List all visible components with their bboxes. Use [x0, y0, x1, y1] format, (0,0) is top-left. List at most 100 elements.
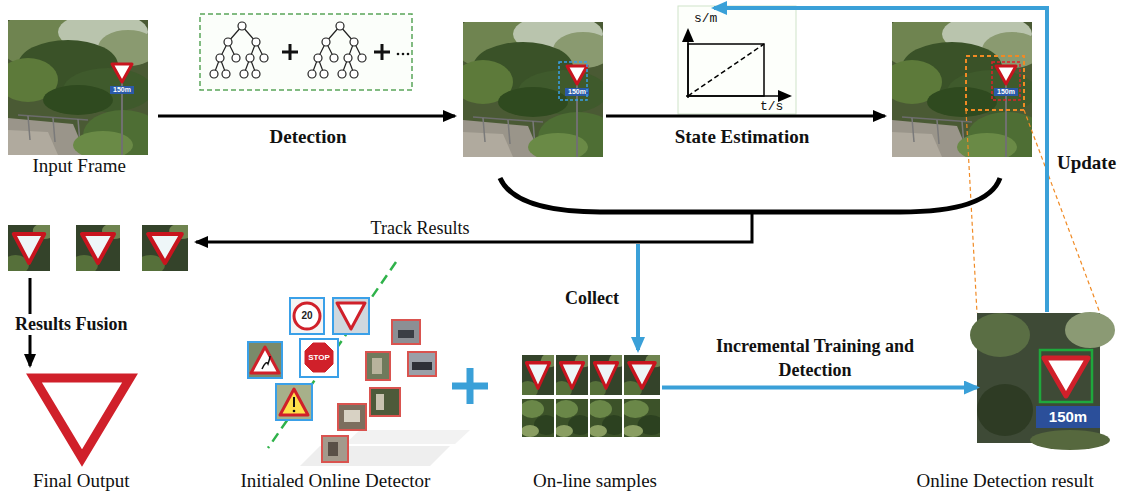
tree-ensemble	[374, 44, 390, 60]
tree-ensemble	[246, 54, 254, 62]
tree-ensemble	[320, 70, 328, 78]
tracked-frame-photo	[882, 14, 1047, 162]
tree-ensemble	[200, 14, 412, 90]
negative-sample	[322, 436, 348, 462]
negative-sample	[338, 404, 366, 430]
online-sample	[622, 399, 665, 437]
distance-plate-text: 150m	[1036, 406, 1100, 428]
step-label: Update	[1054, 152, 1119, 174]
tree-ensemble	[336, 22, 344, 30]
tree-ensemble	[252, 38, 260, 46]
positive-sample	[294, 303, 320, 329]
tree-ensemble	[200, 14, 412, 90]
tree-ensemble	[224, 38, 232, 46]
tree-ensemble	[214, 26, 362, 74]
state-chart	[688, 44, 764, 96]
panel-caption: On-line samples	[533, 470, 659, 492]
tree-ensemble	[252, 70, 260, 78]
tree-ensemble	[350, 70, 358, 78]
image-panel: Initialed Online Detector	[232, 288, 442, 492]
negative-sample	[376, 394, 384, 410]
detected-frame-photo	[453, 14, 618, 162]
tree-ensemble	[344, 54, 352, 62]
distance-plate-text: 150m	[565, 88, 589, 96]
track-results-arrow	[196, 212, 752, 242]
tree-ensemble	[238, 22, 246, 30]
tracked-crop	[136, 223, 195, 275]
negative-sample	[372, 358, 382, 374]
online-result-photo	[1030, 430, 1110, 450]
panel-caption: Final Output	[33, 470, 131, 492]
tree-ensemble	[312, 26, 362, 74]
negative-sample	[370, 388, 400, 416]
online-result-photo	[977, 384, 1033, 436]
step-label: Results Fusion	[12, 314, 131, 335]
panel-caption: Initialed Online Detector	[241, 470, 432, 492]
online-sample	[518, 353, 559, 398]
negative-sample	[322, 320, 436, 462]
tree-ensemble	[260, 54, 268, 62]
tree-ensemble	[210, 22, 366, 78]
tree-ensemble	[314, 54, 322, 62]
stop-sign-text: STOP	[302, 352, 336, 364]
flow-label: Track Results	[371, 218, 470, 239]
image-panel: Final Output	[26, 370, 138, 492]
distance-plate-text: 150m	[110, 86, 134, 94]
axis-label: t/s	[760, 99, 783, 114]
positive-sample	[333, 298, 369, 334]
tree-ensemble	[322, 38, 330, 46]
detected-frame-photo	[453, 14, 618, 162]
step-label: Detection	[269, 126, 346, 148]
tree-ensemble	[358, 54, 366, 62]
step-label: Collect	[565, 288, 619, 309]
state-chart	[678, 6, 796, 114]
negative-sample	[392, 320, 420, 344]
tree-ensemble	[397, 53, 400, 56]
tracked-frame-photo	[882, 14, 1047, 162]
online-result-photo	[970, 312, 1115, 450]
online-result-photo	[1044, 358, 1088, 396]
tracked-crop	[2, 223, 194, 275]
image-panel: On-line samples	[520, 353, 662, 492]
tracked-crop	[70, 223, 126, 275]
panel-caption: Input Frame	[33, 155, 128, 177]
online-result-photo	[1065, 312, 1115, 348]
zoom-leader-line	[966, 110, 1100, 313]
online-sample	[552, 353, 593, 398]
image-panel: Input Frame	[8, 20, 148, 177]
tree-ensemble	[214, 26, 264, 74]
tracked-frame-photo	[966, 56, 1024, 110]
detector-collage	[268, 262, 396, 448]
image-area	[232, 288, 442, 463]
image-area	[26, 370, 138, 464]
step-label: State Estimation	[675, 126, 810, 148]
online-sample	[619, 353, 665, 398]
tracked-crop	[2, 223, 55, 275]
state-estimation-arrow	[606, 115, 885, 118]
tree-ensemble	[240, 70, 248, 78]
positive-sample	[300, 339, 338, 377]
axis-label: s/m	[694, 11, 717, 26]
collect-arrow	[636, 244, 640, 350]
image-area	[520, 353, 662, 441]
final-yield-sign	[34, 378, 130, 458]
positive-sample	[293, 410, 296, 413]
online-sample	[518, 353, 665, 437]
positive-sample	[248, 298, 369, 420]
detector-collage	[345, 430, 470, 444]
online-sample	[586, 353, 627, 398]
negative-sample	[366, 352, 390, 380]
positive-sample	[276, 384, 312, 420]
zoom-leader-line	[1024, 110, 1100, 313]
edge-label: Incremental Training and Detection	[685, 334, 945, 382]
tracked-frame-photo	[992, 62, 1020, 100]
tree-ensemble	[308, 70, 316, 78]
detector-collage	[248, 262, 470, 466]
flow-arrow	[662, 386, 977, 390]
tree-ensemble	[330, 54, 338, 62]
input-frame-photo	[0, 12, 163, 160]
detection-arrow	[158, 115, 455, 118]
speed-sign-text: 20	[297, 309, 317, 323]
